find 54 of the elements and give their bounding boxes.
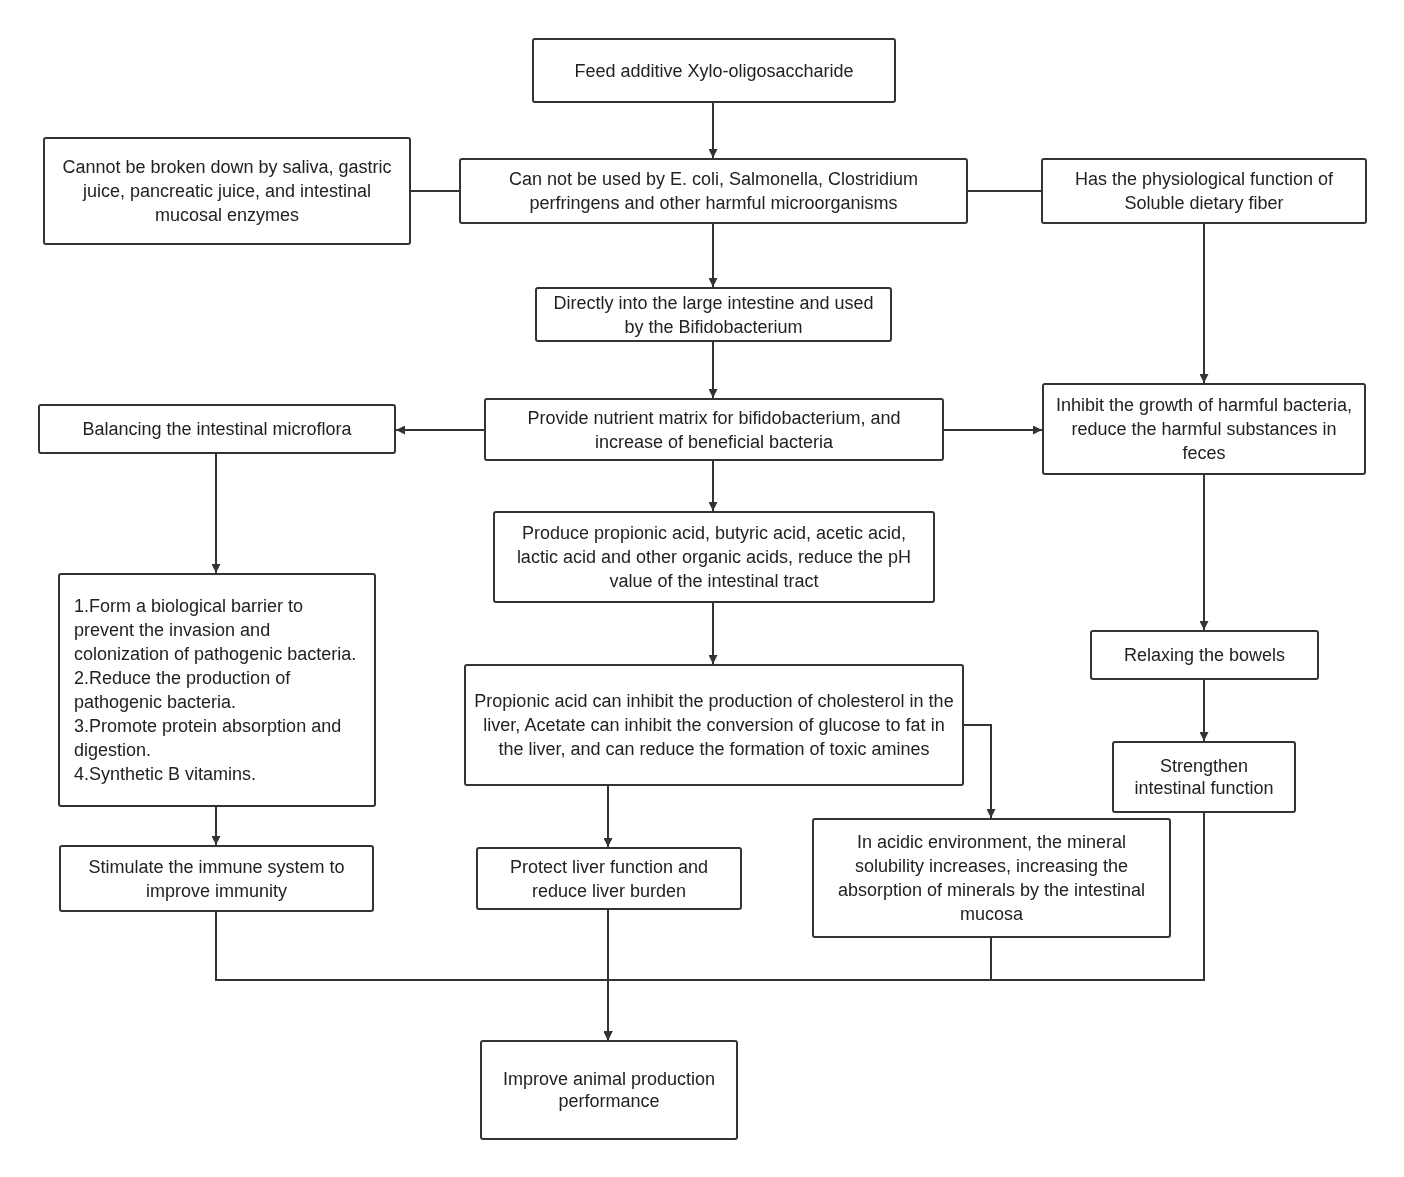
arrow: [211, 806, 221, 846]
arrow: [708, 223, 718, 288]
box-text: Inhibit the growth of harmful bacteria, reduce the harmful substances in feces: [1054, 394, 1354, 465]
box-text: Strengthen intestinal function: [1133, 755, 1275, 799]
arrow: [1199, 679, 1209, 742]
arrow: [1199, 474, 1209, 631]
process-box: [1090, 630, 1319, 680]
box-text: In acidic environment, the mineral solubility increases, increasing the absorption of minerals by the intestinal mucosa: [836, 831, 1147, 926]
arrow: [708, 460, 718, 512]
box-text: Feed additive Xylo-oligosaccharide: [574, 59, 854, 83]
box-text: Relaxing the bowels: [1123, 644, 1286, 667]
arrow: [708, 102, 718, 159]
process-box: [1112, 741, 1296, 813]
box-text: Cannot be broken down by saliva, gastric juice, pancreatic juice, and intestinal mucosal enzymes: [61, 156, 393, 227]
box-text: Improve animal production performance: [501, 1068, 717, 1112]
box-text: Balancing the intestinal microflora: [82, 418, 352, 441]
connector-line: [410, 190, 460, 192]
process-box: [58, 573, 376, 807]
arrow: [211, 453, 221, 574]
process-box: [532, 38, 896, 103]
box-text: Has the physiological function of Soluble dietary fiber: [1073, 168, 1335, 215]
box-text: Protect liver function and reduce liver burden: [508, 855, 710, 903]
process-box: [493, 511, 935, 603]
box-text: Can not be used by E. coli, Salmonella, Clostridium perfringens and other harmful microorganisms: [507, 168, 920, 215]
list-item: 1.Form a biological barrier to prevent the invasion and colonization of pathogenic bacteria.: [74, 595, 358, 666]
process-box: [1041, 158, 1367, 224]
process-box: [38, 404, 396, 454]
process-box: [43, 137, 411, 245]
process-box: [476, 847, 742, 910]
arrow: [708, 602, 718, 665]
list-item: 2.Reduce the production of pathogenic bacteria.: [74, 667, 292, 714]
box-text: Provide nutrient matrix for bifidobacterium, and increase of beneficial bacteria: [526, 406, 902, 454]
process-box: [535, 287, 892, 342]
box-text: Directly into the large intestine and used by the Bifidobacterium: [552, 291, 875, 339]
connector-line: [967, 190, 1042, 192]
arrow: [1199, 223, 1209, 384]
arrow: [963, 724, 996, 819]
process-box: [459, 158, 968, 224]
arrow: [603, 785, 613, 848]
arrow: [603, 812, 1205, 1041]
process-box: [484, 398, 944, 461]
process-box: [1042, 383, 1366, 475]
arrow: [395, 425, 485, 435]
list-item: 3.Promote protein absorption and digestion.: [74, 715, 343, 762]
process-box: [464, 664, 964, 786]
arrow: [708, 341, 718, 399]
list-item: 4.Synthetic B vitamins.: [74, 763, 257, 786]
process-box: [59, 845, 374, 912]
arrow: [943, 425, 1043, 435]
process-box: [812, 818, 1171, 938]
box-text: Stimulate the immune system to improve immunity: [87, 855, 346, 903]
box-text: Propionic acid can inhibit the production of cholesterol in the liver, Acetate can inhibit the conversion of glucose to fat in the liver, and can reduce the formation of toxic amines: [474, 690, 954, 761]
box-text: Produce propionic acid, butyric acid, acetic acid, lactic acid and other organic acids, reduce the pH value of the intestinal tract: [515, 522, 913, 593]
process-box: [480, 1040, 738, 1140]
